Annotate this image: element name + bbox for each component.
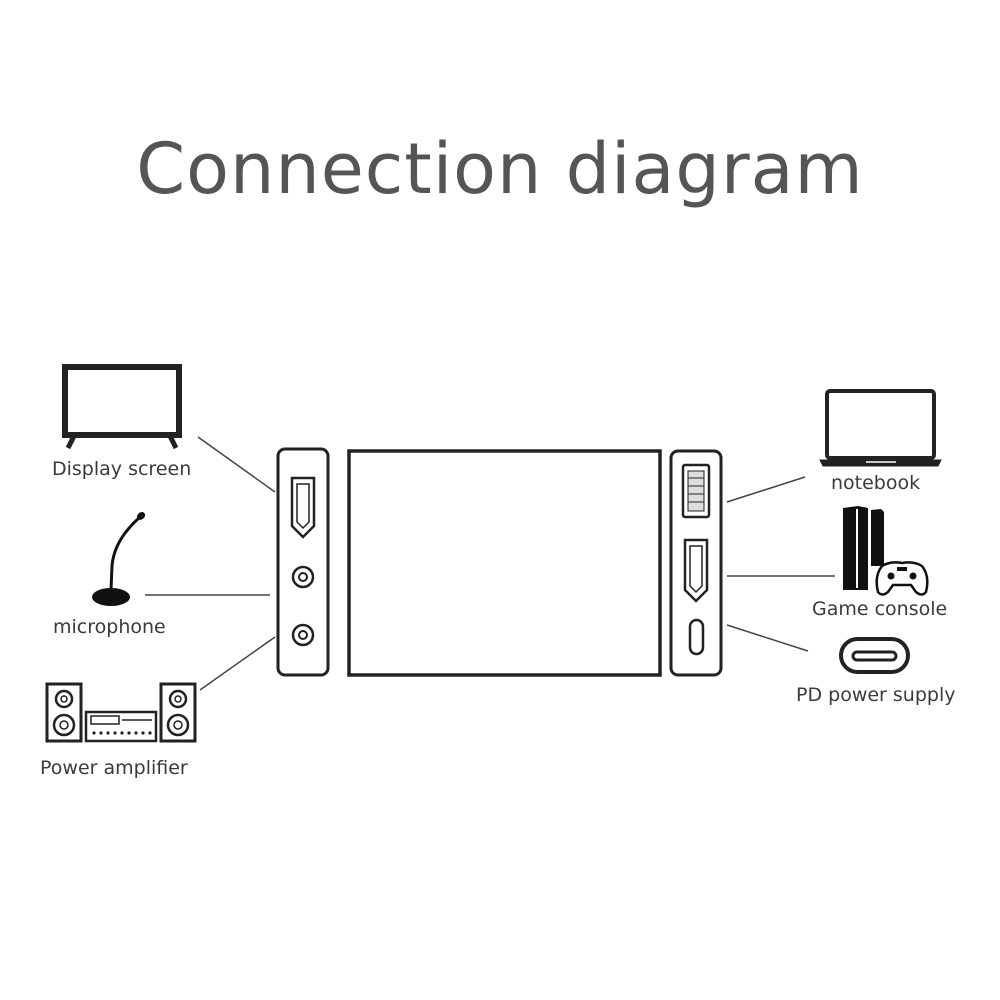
device-right-panel xyxy=(669,449,723,677)
line-pd xyxy=(726,624,809,652)
hifi-speakers-amplifier-icon xyxy=(45,682,197,743)
usb-a-port xyxy=(681,463,711,519)
usb-c-port xyxy=(688,618,705,656)
diagram-title: Connection diagram xyxy=(136,128,864,210)
label-notebook: notebook xyxy=(831,472,921,494)
laptop-icon xyxy=(819,389,942,467)
line-amplifier xyxy=(199,636,276,691)
desk-microphone-icon xyxy=(92,512,146,606)
line-display xyxy=(197,436,276,493)
mic-audio-jack xyxy=(291,565,315,589)
usb-c-port-icon xyxy=(839,637,910,674)
label-microphone: microphone xyxy=(53,616,166,638)
device-left-panel xyxy=(276,447,330,677)
label-pd-power-supply: PD power supply xyxy=(796,684,956,706)
label-power-amplifier: Power amplifier xyxy=(40,757,188,779)
label-display-screen: Display screen xyxy=(52,458,192,480)
audio-out-jack xyxy=(291,623,315,647)
tv-monitor-icon xyxy=(62,364,182,450)
label-game-console: Game console xyxy=(812,598,948,620)
line-notebook xyxy=(726,476,806,503)
hdmi-output-port xyxy=(290,476,316,539)
capture-device xyxy=(276,447,723,677)
game-console-with-controller-icon xyxy=(843,506,929,596)
hdmi-input-port xyxy=(683,538,709,603)
device-body xyxy=(347,449,662,677)
connection-lines xyxy=(145,436,835,691)
